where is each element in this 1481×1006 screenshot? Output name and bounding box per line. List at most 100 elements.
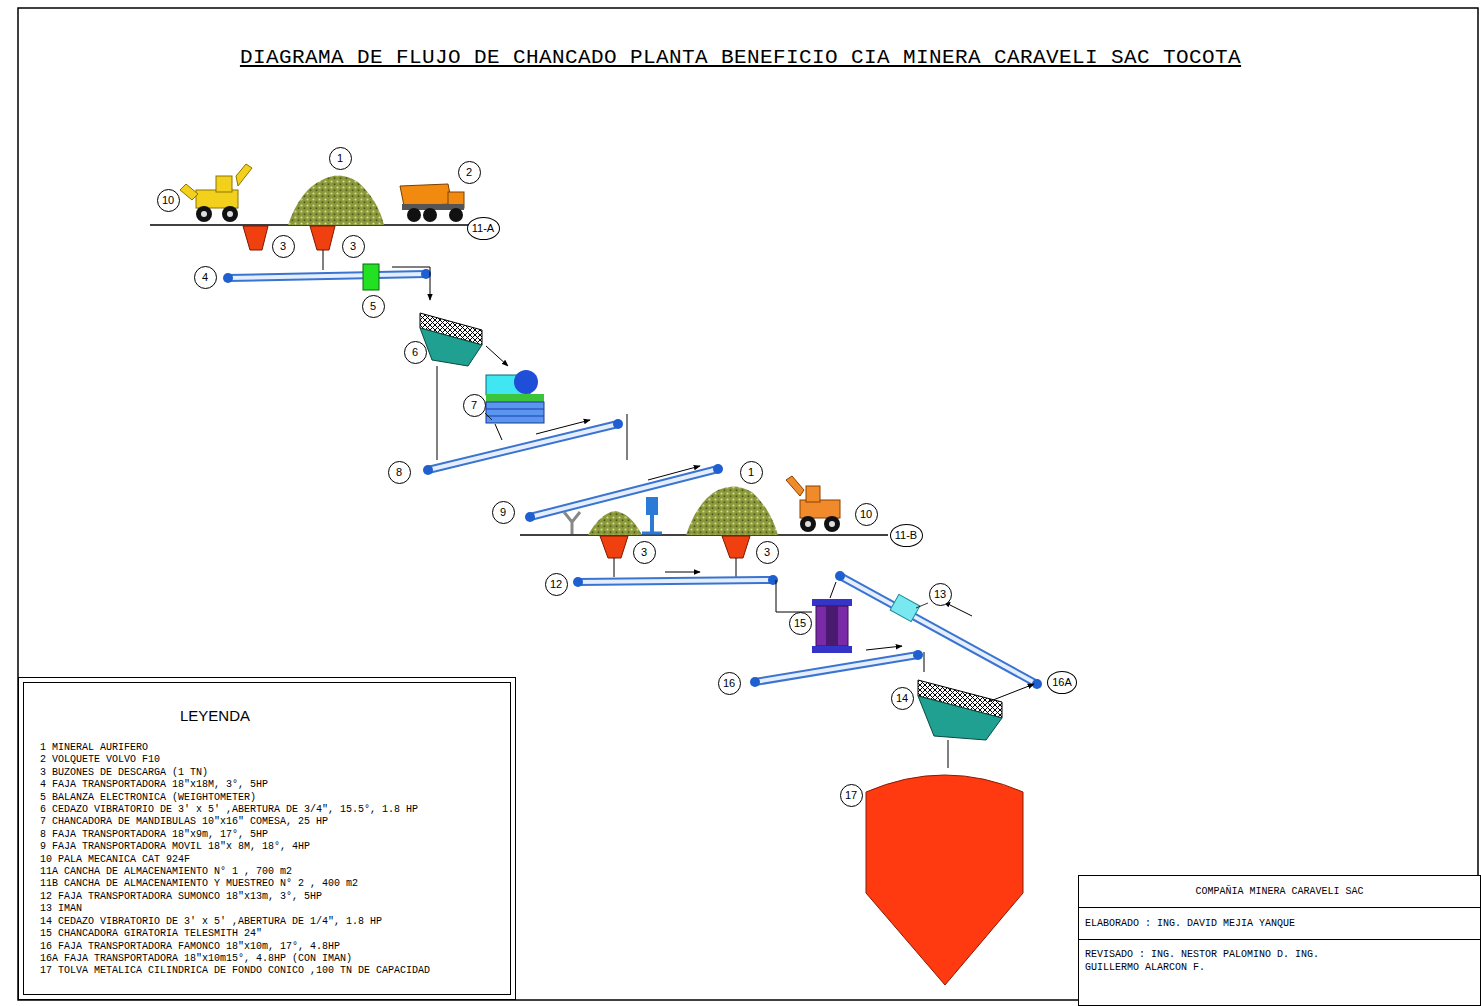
legend-line: 12 FAJA TRANSPORTADORA SUMONCO 18"x13m, … [40, 891, 504, 903]
belt-pulley [835, 571, 845, 581]
callout-number: 4 [202, 272, 208, 283]
front-loader [180, 164, 252, 222]
legend-line: 14 CEDAZO VIBRATORIO DE 3' x 5' ,ABERTUR… [40, 916, 504, 928]
belt-frame [755, 655, 918, 682]
callout-number: 6 [412, 347, 418, 358]
hopper-feed-lines [323, 250, 736, 577]
belt-pulley [423, 465, 433, 475]
callout-number: 14 [896, 693, 908, 704]
vibrating-screen [420, 313, 482, 366]
callout-number: 16 [723, 678, 735, 689]
belt-surface [840, 576, 1037, 684]
callout-circle: 14 [891, 687, 914, 710]
callout-circle: 9 [492, 501, 515, 524]
callout-circle: 10 [157, 189, 180, 212]
callout-circle: 2 [458, 161, 481, 184]
legend-box: LEYENDA 1 MINERAL AURIFERO2 VOLQUETE VOLV… [18, 677, 516, 1000]
belt-frame [428, 424, 618, 470]
callout-number: 9 [500, 507, 506, 518]
callout-circle: 4 [194, 266, 217, 289]
leader-lines [485, 413, 928, 608]
callout-number: 8 [396, 467, 402, 478]
legend-line: 8 FAJA TRANSPORTADORA 18"x9m, 17°, 5HP [40, 829, 504, 841]
callout-number: 13 [934, 589, 946, 600]
belt-pulley [913, 650, 923, 660]
callout-number: 10 [860, 509, 872, 520]
legend-line: 16 FAJA TRANSPORTADORA FAMONCO 18"x10m, … [40, 941, 504, 953]
legend-line: 10 PALA MECANICA CAT 924F [40, 854, 504, 866]
callout-number: 15 [794, 618, 806, 629]
callout-number: 1 [337, 153, 343, 164]
legend-line: 16A FAJA TRANSPORTADORA 18"x10m15°, 4.8H… [40, 953, 504, 965]
belt-surface [228, 274, 426, 278]
diagram-title: DIAGRAMA DE FLUJO DE CHANCADO PLANTA BEN… [0, 46, 1481, 69]
callout-circle: 8 [388, 461, 411, 484]
legend-line: 9 FAJA TRANSPORTADORA MOVIL 18"x 8M, 18°… [40, 841, 504, 853]
ground-lines [150, 225, 888, 535]
belt-pulley [713, 464, 723, 474]
title-block: COMPAÑIA MINERA CARAVELI SACELABORADO : … [1078, 875, 1481, 1006]
dump-truck [400, 184, 464, 222]
belt-supports [564, 497, 662, 534]
belt-pulley [750, 677, 760, 687]
callout-circle: 12 [545, 573, 568, 596]
callout-circle: 7 [463, 394, 486, 417]
callout-circle: 5 [362, 295, 385, 318]
legend-line: 6 CEDAZO VIBRATORIO DE 3' x 5' ,ABERTURA… [40, 804, 504, 816]
callout-circle: 1 [329, 147, 352, 170]
legend-line: 11A CANCHA DE ALMACENAMIENTO N° 1 , 700 … [40, 866, 504, 878]
title-block-cell: COMPAÑIA MINERA CARAVELI SAC [1079, 876, 1480, 908]
callout-circle: 3 [342, 235, 365, 258]
belt-frame [578, 580, 773, 582]
legend-line: 3 BUZONES DE DESCARGA (1 TN) [40, 767, 504, 779]
ore-piles [288, 175, 778, 535]
legend-line: 7 CHANCADORA DE MANDIBULAS 10"x16" COMES… [40, 816, 504, 828]
belt-pulley [223, 273, 233, 283]
cone-crusher [812, 599, 852, 653]
legend-line: 11B CANCHA DE ALMACENAMIENTO Y MUESTREO … [40, 878, 504, 890]
legend-line: 4 FAJA TRANSPORTADORA 18"x18M, 3°, 5HP [40, 779, 504, 791]
callout-circle: 16 [718, 672, 741, 695]
callout-circle: 11-A [467, 217, 500, 240]
belt-surface [428, 424, 618, 470]
belt-surface [578, 580, 773, 582]
callout-number: 1 [748, 467, 754, 478]
legend-line: 1 MINERAL AURIFERO [40, 742, 504, 754]
belt-surface [755, 655, 918, 682]
belt-pulley [525, 512, 535, 522]
callout-number: 10 [162, 195, 174, 206]
conveyor-belts [223, 269, 1042, 689]
belt-pulley [613, 419, 623, 429]
silo [866, 775, 1023, 985]
callout-number: 11-A [472, 223, 494, 234]
callout-circle: 11-B [890, 524, 923, 547]
callout-circle: 16A [1047, 671, 1077, 694]
callout-circle: 1 [740, 461, 763, 484]
legend-line: 5 BALANZA ELECTRONICA (WEIGHTOMETER) [40, 792, 504, 804]
legend-line: 2 VOLQUETE VOLVO F10 [40, 754, 504, 766]
callout-circle: 13 [929, 583, 952, 606]
callout-circle: 10 [855, 503, 878, 526]
belt-pulley [573, 577, 583, 587]
legend-heading: LEYENDA [180, 707, 504, 724]
belt-frame [228, 274, 426, 278]
callout-circle: 15 [789, 612, 812, 635]
callout-number: 2 [466, 167, 472, 178]
callout-number: 12 [550, 579, 562, 590]
drawing-frame [18, 8, 1478, 1000]
callout-number: 11-B [895, 530, 917, 541]
callout-circle: 3 [756, 541, 779, 564]
belt-frame [530, 469, 718, 517]
callout-circle: 3 [633, 541, 656, 564]
title-block-cell: REVISADO : ING. NESTOR PALOMINO D. ING. … [1079, 940, 1379, 974]
front-loader [786, 476, 840, 532]
callout-circle: 6 [404, 341, 427, 364]
callout-circle: 17 [840, 784, 863, 807]
callout-number: 3 [641, 547, 647, 558]
callout-number: 3 [350, 241, 356, 252]
jaw-crusher [486, 370, 544, 423]
belt-frame [840, 576, 1037, 684]
callout-number: 17 [845, 790, 857, 801]
magnet [890, 594, 920, 621]
callout-number: 3 [280, 241, 286, 252]
